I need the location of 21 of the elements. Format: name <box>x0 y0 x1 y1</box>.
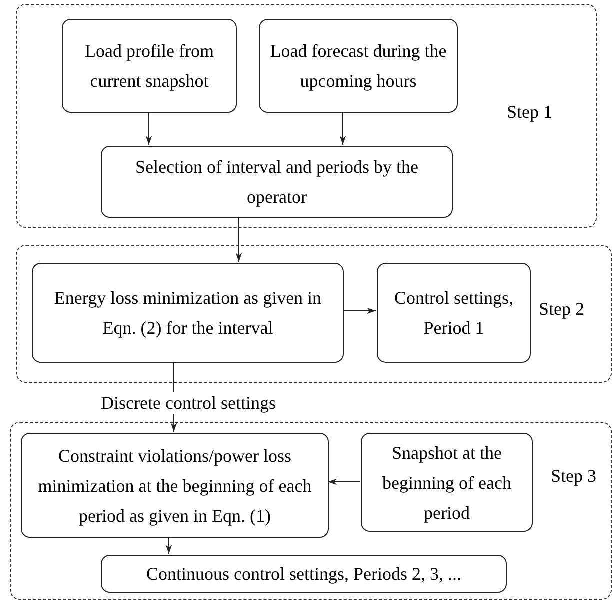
process-box: Continuous control settings, Periods 2, 3, ... <box>101 555 507 593</box>
step-label: Step 1 <box>507 101 553 123</box>
process-box: Snapshot at the beginning of each period <box>361 433 533 532</box>
step-group-frame <box>16 4 597 228</box>
process-box: Load profile from current snapshot <box>62 19 237 113</box>
step-label: Step 3 <box>551 465 597 487</box>
step-group-frame <box>10 422 612 600</box>
process-box: Constraint violations/power loss minimization at the beginning of each period as given in Eqn. (1) <box>21 433 329 538</box>
arrow <box>328 478 360 486</box>
arrow <box>146 112 152 146</box>
edge-label: Discrete control settings <box>99 392 278 414</box>
arrow <box>340 112 346 146</box>
process-box: Selection of interval and periods by the operator <box>101 146 453 218</box>
step-label: Step 2 <box>539 298 585 320</box>
process-box: Energy loss minimization as given in Eqn. (2) for the interval <box>32 263 344 363</box>
step-group-frame <box>16 245 612 383</box>
arrow <box>236 216 242 262</box>
process-box: Control settings, Period 1 <box>377 263 531 363</box>
arrow <box>166 536 172 554</box>
process-box: Load forecast during the upcoming hours <box>259 19 458 113</box>
arrow <box>342 308 376 314</box>
